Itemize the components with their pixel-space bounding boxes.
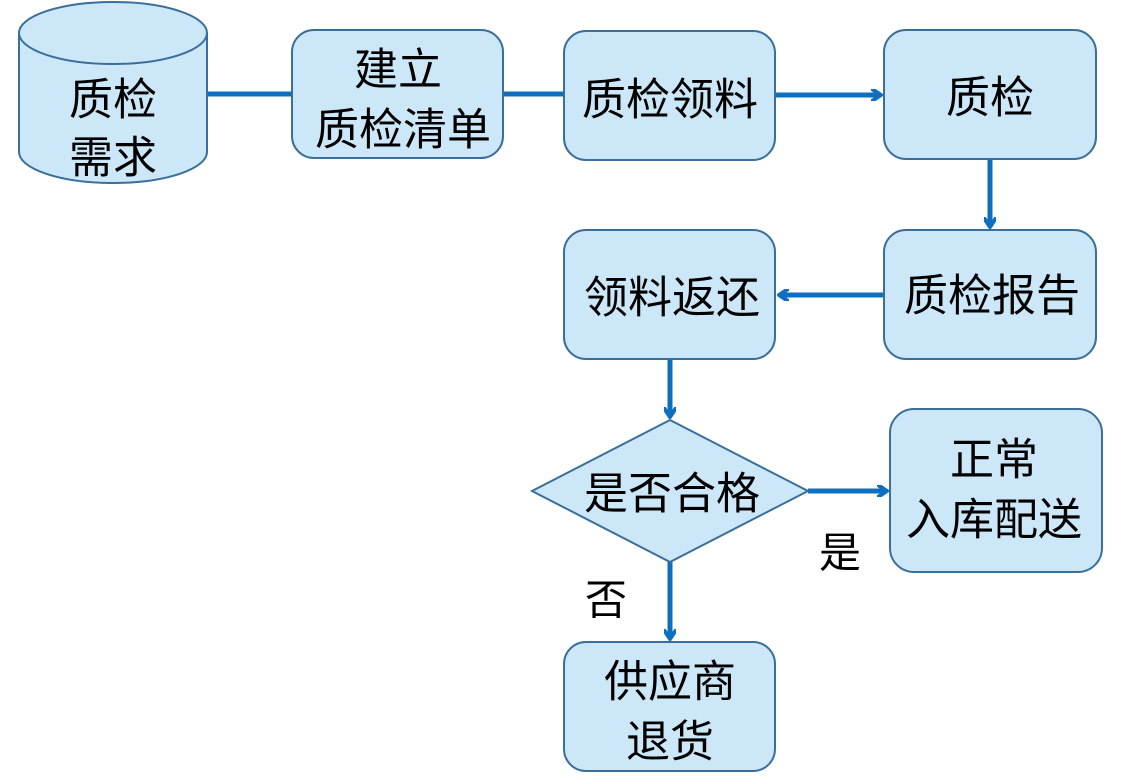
node-text: 建立 — [354, 45, 442, 96]
connectors — [207, 94, 990, 638]
node-text: 供应商 — [604, 657, 736, 708]
node-return-materials: 领料返还 — [563, 229, 776, 360]
node-text: 需求 — [69, 133, 157, 184]
node-qualified-decision: 是否合格 — [529, 418, 811, 564]
node-text: 质检清单 — [315, 105, 491, 156]
edge-label-yes: 是 — [819, 529, 861, 578]
edge-label-no: 否 — [585, 576, 627, 625]
node-pick-materials: 质检领料 — [563, 30, 776, 161]
node-text: 领料返还 — [584, 273, 760, 324]
cylinder-body — [18, 33, 208, 184]
node-text: 质检领料 — [582, 75, 758, 126]
node-text: 质检 — [946, 73, 1034, 124]
node-text: 是否合格 — [584, 469, 760, 520]
node-create-inspection-list: 建立 质检清单 — [291, 29, 504, 159]
node-text: 退货 — [626, 717, 714, 768]
node-text: 入库配送 — [906, 495, 1082, 546]
node-quality-demand: 质检 需求 — [18, 1, 208, 184]
node-text: 质检 — [69, 75, 157, 126]
cylinder-top — [18, 1, 208, 65]
node-text: 质检报告 — [904, 271, 1080, 322]
node-supplier-return: 供应商 退货 — [563, 641, 776, 772]
node-text: 正常 — [950, 435, 1038, 486]
node-inspect: 质检 — [883, 29, 1097, 160]
node-normal-warehouse-delivery: 正常 入库配送 — [889, 408, 1103, 573]
node-inspection-report: 质检报告 — [883, 229, 1097, 360]
